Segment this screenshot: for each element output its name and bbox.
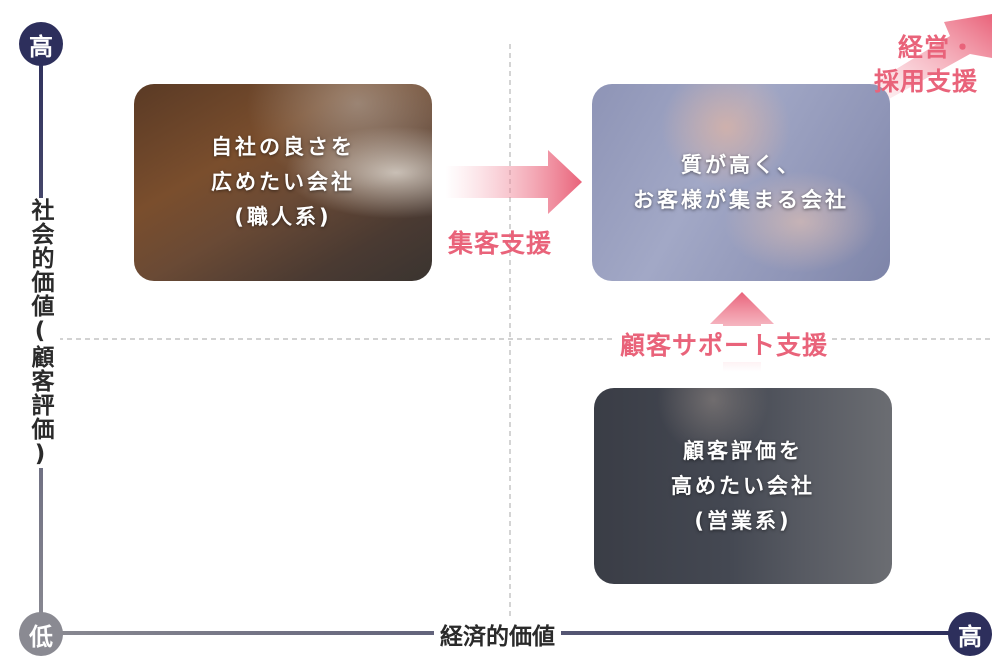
card-artisan-text: 自社の良さを 広めたい会社 (職人系) <box>211 135 355 229</box>
x-axis-high-badge: 高 <box>948 612 992 656</box>
card-sales-company: 顧客評価を 高めたい会社 (営業系) <box>594 388 892 584</box>
management-support-label-line2: 採用支援 <box>874 67 979 96</box>
y-axis-high-badge: 高 <box>19 22 63 66</box>
card-sales-text: 顧客評価を 高めたい会社 (営業系) <box>671 438 815 533</box>
origin-low-badge: 低 <box>19 612 63 656</box>
attract-support-label: 集客支援 <box>448 229 553 258</box>
card-quality-text: 質が高く、 お客様が集まる会社 <box>633 152 849 212</box>
management-support-label-line1: 経営・ <box>898 33 977 62</box>
card-quality-company: 質が高く、 お客様が集まる会社 <box>592 84 890 281</box>
card-artisan-company: 自社の良さを 広めたい会社 (職人系) <box>134 84 432 281</box>
x-axis-title: 経済的価値 <box>434 617 561 651</box>
management-support-arrow <box>872 14 992 104</box>
y-axis-title: 社会的価値(顧客評価) <box>20 198 60 468</box>
attract-support-arrow <box>445 150 582 214</box>
customer-support-label: 顧客サポート支援 <box>616 326 833 362</box>
